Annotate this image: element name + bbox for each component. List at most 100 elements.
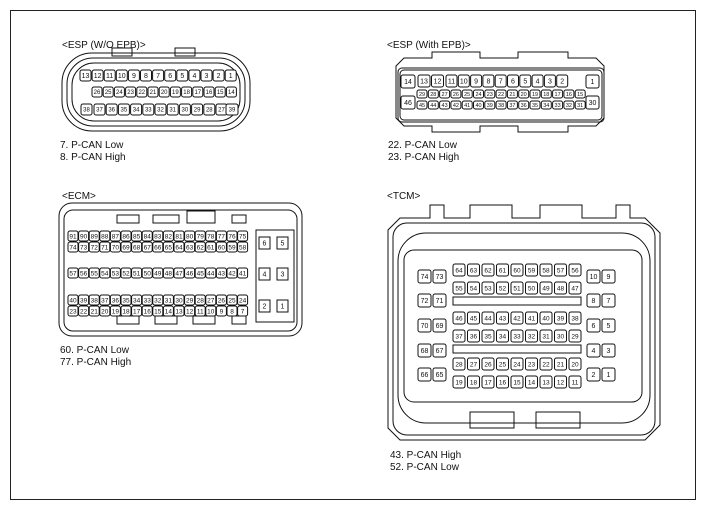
svg-text:64: 64 — [175, 244, 183, 251]
svg-text:52: 52 — [122, 270, 130, 277]
svg-text:48: 48 — [557, 285, 565, 292]
esp-with-epb-note-1: 22. P-CAN Low — [388, 140, 457, 151]
svg-text:45: 45 — [197, 270, 205, 277]
svg-text:18: 18 — [470, 379, 478, 386]
esp-wo-epb-pin-22: 22 — [136, 86, 148, 98]
svg-text:52: 52 — [499, 285, 507, 292]
svg-text:39: 39 — [229, 108, 236, 114]
svg-text:33: 33 — [513, 333, 521, 340]
svg-text:19: 19 — [532, 92, 538, 98]
ecm-pin-42: 42 — [226, 267, 238, 279]
tcm-key-bar-2 — [452, 344, 582, 354]
svg-text:81: 81 — [175, 233, 183, 240]
esp-with-epb-pin-27: 27 — [439, 89, 451, 99]
tcm-pin-12: 12 — [554, 375, 567, 389]
tcm-pin-29: 29 — [568, 329, 582, 343]
svg-text:43: 43 — [442, 103, 448, 109]
tcm-pin-27: 27 — [467, 357, 480, 371]
esp-with-epb-pin-18: 18 — [540, 89, 552, 99]
svg-text:27: 27 — [207, 297, 215, 304]
svg-text:69: 69 — [122, 244, 130, 251]
svg-text:42: 42 — [228, 270, 236, 277]
svg-text:33: 33 — [555, 103, 561, 109]
svg-text:70: 70 — [112, 244, 120, 251]
svg-text:66: 66 — [154, 244, 162, 251]
esp-wo-epb-note-2: 8. P-CAN High — [60, 152, 126, 163]
esp-wo-epb-pin-13: 13 — [79, 69, 92, 82]
tcm-pin-48: 48 — [554, 281, 567, 295]
svg-text:62: 62 — [484, 267, 492, 274]
svg-text:31: 31 — [577, 103, 583, 109]
ecm-pin-68: 68 — [131, 241, 143, 253]
ecm-pin-26: 26 — [215, 294, 227, 306]
ecm-pin-83: 83 — [152, 230, 164, 242]
svg-text:30: 30 — [182, 108, 189, 114]
svg-text:54: 54 — [101, 270, 109, 277]
svg-text:33: 33 — [145, 108, 152, 114]
svg-text:31: 31 — [169, 108, 176, 114]
ecm-pin-10: 10 — [205, 305, 217, 317]
tcm-pin-28: 28 — [452, 357, 466, 371]
svg-text:2: 2 — [263, 304, 267, 311]
ecm-pin-13: 13 — [173, 305, 185, 317]
esp-with-epb-pin-6: 6 — [507, 74, 519, 88]
svg-text:31: 31 — [542, 333, 550, 340]
ecm-pin-31: 31 — [162, 294, 174, 306]
svg-text:22: 22 — [138, 90, 145, 96]
ecm-pin-8: 8 — [226, 305, 238, 317]
svg-text:67: 67 — [144, 244, 152, 251]
svg-text:6: 6 — [263, 241, 267, 248]
esp-with-epb-pin-34: 34 — [540, 100, 552, 110]
svg-text:61: 61 — [499, 267, 507, 274]
svg-text:78: 78 — [207, 233, 215, 240]
esp-with-epb-pin-25: 25 — [461, 89, 473, 99]
esp-with-epb-pin-14: 14 — [400, 74, 416, 89]
ecm-pin-51: 51 — [131, 267, 143, 279]
svg-text:87: 87 — [112, 233, 120, 240]
svg-text:26: 26 — [218, 297, 226, 304]
svg-text:75: 75 — [239, 233, 247, 240]
svg-text:19: 19 — [172, 90, 179, 96]
svg-text:65: 65 — [436, 372, 444, 379]
ecm-pin-48: 48 — [162, 267, 174, 279]
svg-text:55: 55 — [455, 285, 463, 292]
svg-text:32: 32 — [154, 297, 162, 304]
ecm-pin-29: 29 — [184, 294, 196, 306]
svg-text:15: 15 — [577, 92, 583, 98]
esp-with-epb-pin-8: 8 — [482, 74, 495, 88]
svg-text:35: 35 — [484, 333, 492, 340]
tcm-pin-10: 10 — [586, 269, 601, 284]
tcm-pin-68: 68 — [417, 343, 432, 358]
svg-text:48: 48 — [165, 270, 173, 277]
svg-text:32: 32 — [528, 333, 536, 340]
tcm-key-bar-1 — [452, 296, 582, 306]
esp-with-epb-pin-38: 38 — [495, 100, 507, 110]
svg-text:40: 40 — [542, 315, 550, 322]
ecm-pin-52: 52 — [120, 267, 132, 279]
svg-text:29: 29 — [571, 333, 579, 340]
svg-text:3: 3 — [548, 79, 552, 86]
ecm-pin-16: 16 — [141, 305, 153, 317]
svg-text:26: 26 — [94, 90, 101, 96]
svg-text:41: 41 — [464, 103, 470, 109]
esp-wo-epb-pin-37: 37 — [93, 103, 106, 116]
esp-with-epb-pin-44: 44 — [427, 100, 439, 110]
tcm-pin-42: 42 — [510, 311, 524, 325]
svg-text:22: 22 — [498, 92, 504, 98]
svg-text:5: 5 — [523, 79, 527, 86]
svg-text:10: 10 — [590, 274, 598, 281]
svg-text:72: 72 — [421, 298, 429, 305]
svg-text:23: 23 — [127, 90, 134, 96]
esp-wo-epb-pin-31: 31 — [166, 103, 179, 116]
tcm-pin-65: 65 — [432, 367, 447, 382]
tcm-pin-44: 44 — [481, 311, 495, 325]
svg-text:43: 43 — [499, 315, 507, 322]
svg-text:36: 36 — [112, 297, 120, 304]
svg-text:72: 72 — [91, 244, 99, 251]
ecm-pin-32: 32 — [152, 294, 164, 306]
tcm-pin-67: 67 — [432, 343, 447, 358]
svg-text:47: 47 — [571, 285, 579, 292]
esp-wo-epb-pin-8: 8 — [140, 69, 152, 82]
tcm-note-2: 52. P-CAN Low — [390, 462, 459, 473]
svg-text:14: 14 — [528, 379, 536, 386]
